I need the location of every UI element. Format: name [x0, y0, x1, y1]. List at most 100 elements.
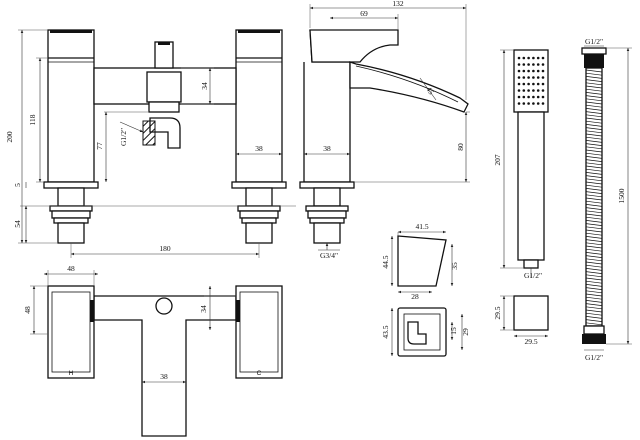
dim-outlet-29-5-h: 29.5 — [493, 306, 502, 319]
spray-nozzle-dot — [541, 63, 545, 66]
hose-rib — [585, 111, 603, 114]
dim-pillar-38: 38 — [255, 144, 263, 153]
hose-rib — [585, 175, 603, 178]
spray-nozzle-dot — [532, 63, 535, 66]
hose-rib — [585, 178, 603, 182]
plan-dimensions: 48 48 34 38 — [23, 264, 236, 384]
dim-height-77: 77 — [95, 142, 104, 150]
spray-nozzle-dot — [532, 102, 535, 105]
dim-height-5: 5 — [13, 183, 22, 187]
wall-outlet-view: 29.5 29.5 — [493, 295, 549, 346]
spray-nozzle-dot — [532, 89, 535, 92]
hose-rib — [585, 133, 603, 137]
spray-nozzle-dot — [522, 82, 526, 86]
hose-rib — [585, 300, 603, 303]
hose-rib — [585, 216, 603, 220]
bracket-side-view: 41.5 44.5 35 28 — [381, 222, 459, 301]
hose-rib — [585, 76, 603, 79]
dim-plan-34: 34 — [199, 305, 208, 313]
hose-rib — [585, 258, 603, 262]
hose-rib — [585, 130, 603, 134]
spray-nozzle-dot — [536, 95, 540, 99]
hose-rib — [585, 280, 603, 284]
hose-rib — [585, 152, 603, 156]
hose-rib — [585, 191, 603, 194]
spray-nozzle-dot — [527, 76, 530, 79]
spray-nozzle-dot — [522, 69, 526, 73]
hose-rib — [585, 194, 603, 198]
hose-rib — [585, 92, 603, 95]
hand-shower-view — [513, 49, 549, 269]
hose-rib — [585, 88, 603, 92]
mixer-front-dimensions: 200 118 5 54 34 77 G1/2" 38 180 — [5, 29, 282, 258]
dim-outlet-29-5-w: 29.5 — [524, 337, 537, 346]
spray-nozzle-dot — [532, 82, 535, 86]
hose-rib — [585, 149, 603, 153]
hose-rib — [585, 252, 603, 255]
hose-rib — [585, 204, 603, 207]
hot-label: H — [69, 370, 74, 377]
hose-rib — [585, 159, 603, 162]
spray-nozzle-dot — [517, 63, 521, 66]
dim-height-54: 54 — [13, 220, 22, 228]
dim-bracket-15: 15 — [449, 327, 458, 335]
hose-rib — [585, 309, 603, 313]
spray-nozzle-dot — [517, 76, 521, 79]
dim-bracket-28: 28 — [411, 292, 419, 301]
spray-nozzle-dot — [517, 89, 521, 92]
spray-nozzle-dot — [536, 69, 540, 73]
hose-rib — [585, 245, 603, 249]
hose-rib — [585, 319, 603, 322]
hose-view — [581, 47, 607, 344]
spray-nozzle-dot — [532, 76, 535, 79]
hose-rib — [585, 223, 603, 226]
hose-rib — [585, 197, 603, 201]
spray-nozzle-dot — [541, 82, 545, 86]
hose-rib — [585, 322, 603, 326]
mixer-plan-view: H C — [47, 285, 283, 437]
hose-rib — [585, 210, 603, 214]
hose-rib — [585, 232, 603, 236]
spray-nozzle-dot — [527, 56, 530, 60]
hose-dimensions: G1/2" 1500 G1/2" — [584, 37, 632, 362]
thread-g12-hose-bottom: G1/2" — [585, 353, 603, 362]
hose-rib — [585, 95, 603, 98]
dim-height-80: 80 — [456, 143, 465, 151]
spray-nozzle-dot — [527, 69, 530, 73]
hose-rib — [585, 146, 603, 150]
hose-rib — [585, 226, 603, 230]
thread-g12-shower: G1/2" — [524, 271, 542, 280]
spout-side-view — [299, 29, 469, 244]
dim-bracket-35: 35 — [450, 262, 459, 270]
spray-nozzle-dot — [541, 89, 545, 92]
dim-plan-38: 38 — [160, 372, 168, 381]
spray-nozzle-dot — [517, 69, 521, 73]
spray-nozzle-dot — [532, 95, 535, 99]
hose-rib — [585, 207, 603, 210]
mixer-front-view — [20, 29, 296, 244]
thread-g12-mixer: G1/2" — [119, 128, 128, 146]
dim-bracket-41-5: 41.5 — [415, 222, 428, 231]
dim-shower-207: 207 — [493, 154, 502, 166]
spray-nozzle-dot — [527, 82, 530, 86]
spray-nozzle-dot — [517, 82, 521, 86]
bracket-front-view: 43.5 15 29 — [381, 307, 470, 357]
hose-rib — [585, 85, 603, 89]
dim-bracket-29: 29 — [461, 328, 470, 336]
thread-g12-hose-top: G1/2" — [585, 37, 603, 46]
spray-nozzle-dot — [536, 89, 540, 92]
hose-rib — [585, 136, 603, 140]
spray-nozzle-dot — [522, 63, 526, 66]
hose-rib — [585, 165, 603, 169]
hose-rib — [585, 124, 603, 127]
dim-bridge-34: 34 — [200, 82, 209, 90]
hose-rib — [585, 316, 603, 319]
hose-rib — [585, 114, 603, 118]
spray-nozzle-dot — [527, 95, 530, 99]
spout-dimensions: 132 69 45 80 38 G3/4" — [304, 0, 470, 260]
hose-rib — [585, 293, 603, 297]
hose-rib — [585, 143, 603, 146]
hose-rib — [585, 79, 603, 82]
hose-rib — [585, 296, 603, 300]
spray-nozzle-dot — [541, 102, 545, 105]
